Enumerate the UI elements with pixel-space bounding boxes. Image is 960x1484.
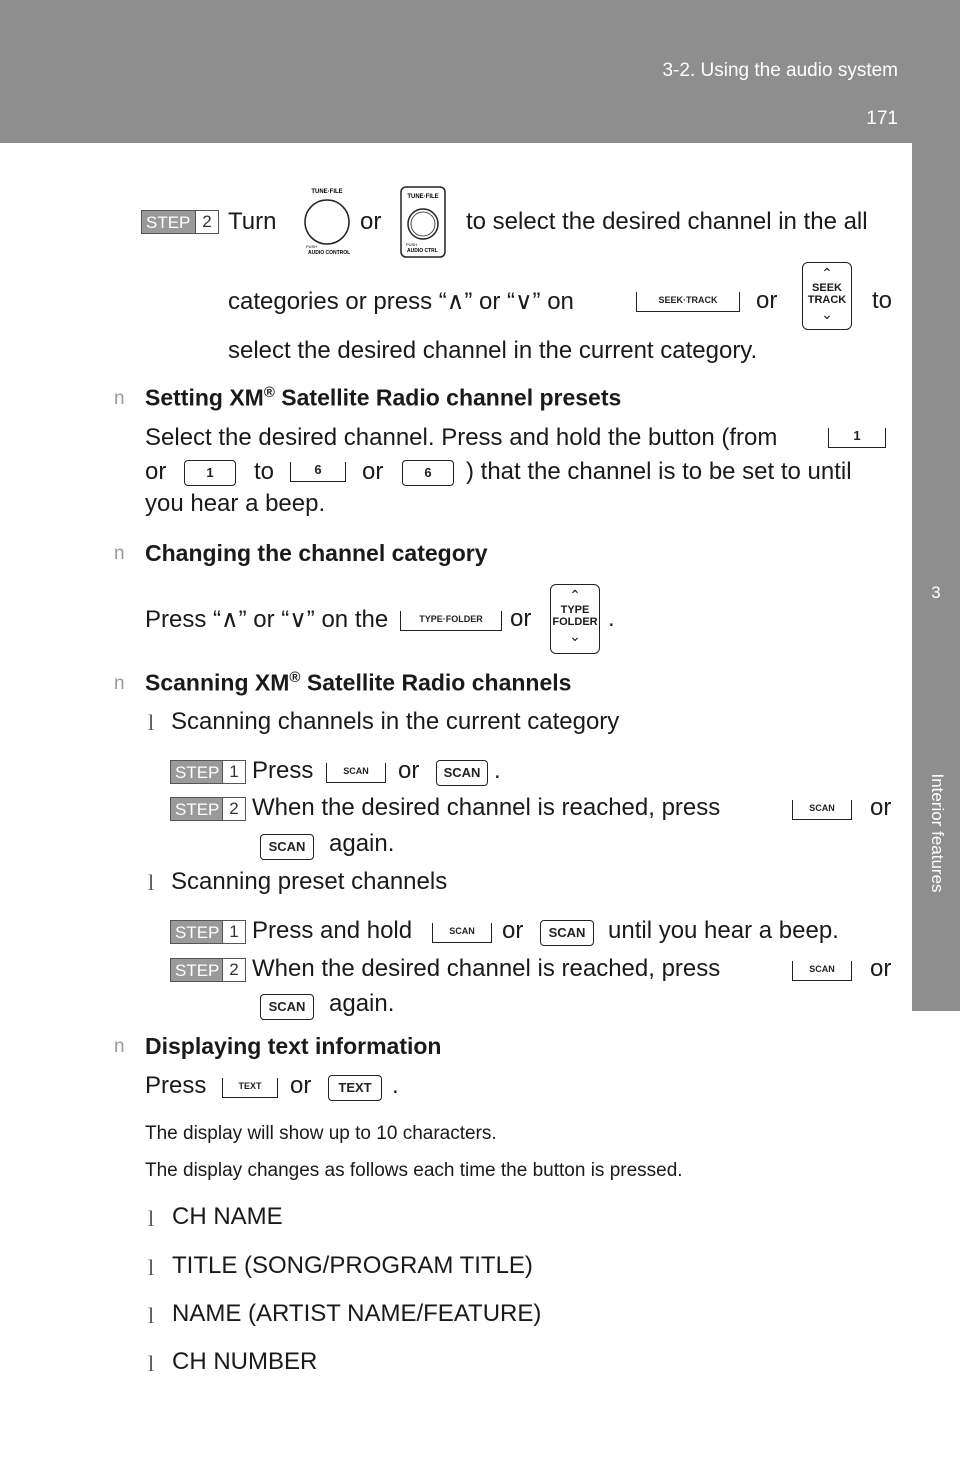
page-header: 3-2. Using the audio system 171 [0, 0, 960, 143]
seek-track-button: SEEK·TRACK [636, 292, 740, 312]
scan-button: SCAN [432, 923, 492, 943]
list-item: CH NAME [172, 1203, 283, 1230]
type-folder-button: TYPE·FOLDER [400, 611, 502, 631]
svg-text:AUDIO CONTROL: AUDIO CONTROL [308, 250, 350, 256]
svg-text:TUNE·FILE: TUNE·FILE [311, 189, 342, 195]
page-number: 171 [866, 108, 898, 129]
scan-alt-button: SCAN [540, 920, 594, 946]
section-heading: Displaying text information [145, 1033, 442, 1059]
note: The display will show up to 10 character… [145, 1123, 497, 1144]
preset-6-alt-button: 6 [402, 460, 454, 486]
svg-text:TUNE·FILE: TUNE·FILE [407, 194, 438, 200]
preset-1-button: 1 [828, 428, 886, 448]
type-folder-square-button: ⌃ TYPE FOLDER ⌄ [550, 584, 600, 654]
side-tab-number: 3 [931, 583, 941, 602]
section-heading: Setting XM® Satellite Radio channel pres… [145, 384, 622, 411]
preset-6-button: 6 [290, 462, 346, 482]
text-button: TEXT [222, 1078, 278, 1098]
tune-knob-icon: TUNE·FILE PUSH AUDIO CONTROL [304, 189, 350, 256]
section-heading: Scanning XM® Satellite Radio channels [145, 669, 572, 696]
scan-alt-button: SCAN [436, 760, 488, 786]
svg-text:AUDIO CTRL: AUDIO CTRL [407, 248, 438, 254]
note: The display changes as follows each time… [145, 1160, 683, 1181]
list-item: NAME (ARTIST NAME/FEATURE) [172, 1300, 542, 1327]
scan-button: SCAN [326, 763, 386, 783]
list-item: TITLE (SONG/PROGRAM TITLE) [172, 1252, 533, 1279]
list-item: CH NUMBER [172, 1348, 318, 1375]
preset-1-alt-button: 1 [184, 460, 236, 486]
seek-track-square-button: ⌃ SEEK TRACK ⌄ [802, 262, 852, 330]
svg-text:PUSH: PUSH [306, 244, 317, 249]
text-alt-button: TEXT [328, 1075, 382, 1101]
scan-alt-button: SCAN [260, 834, 314, 860]
scan-button: SCAN [792, 961, 852, 981]
side-tab: 3 Interior features [912, 143, 960, 1484]
tune-knob-square-icon: TUNE·FILE PUSH AUDIO CTRL [400, 186, 446, 258]
scan-button: SCAN [792, 800, 852, 820]
side-tab-label: Interior features [928, 773, 947, 893]
section-heading: Changing the channel category [145, 540, 488, 566]
scan-alt-button: SCAN [260, 994, 314, 1020]
svg-text:PUSH: PUSH [406, 242, 417, 247]
section-title: 3-2. Using the audio system [662, 60, 898, 81]
